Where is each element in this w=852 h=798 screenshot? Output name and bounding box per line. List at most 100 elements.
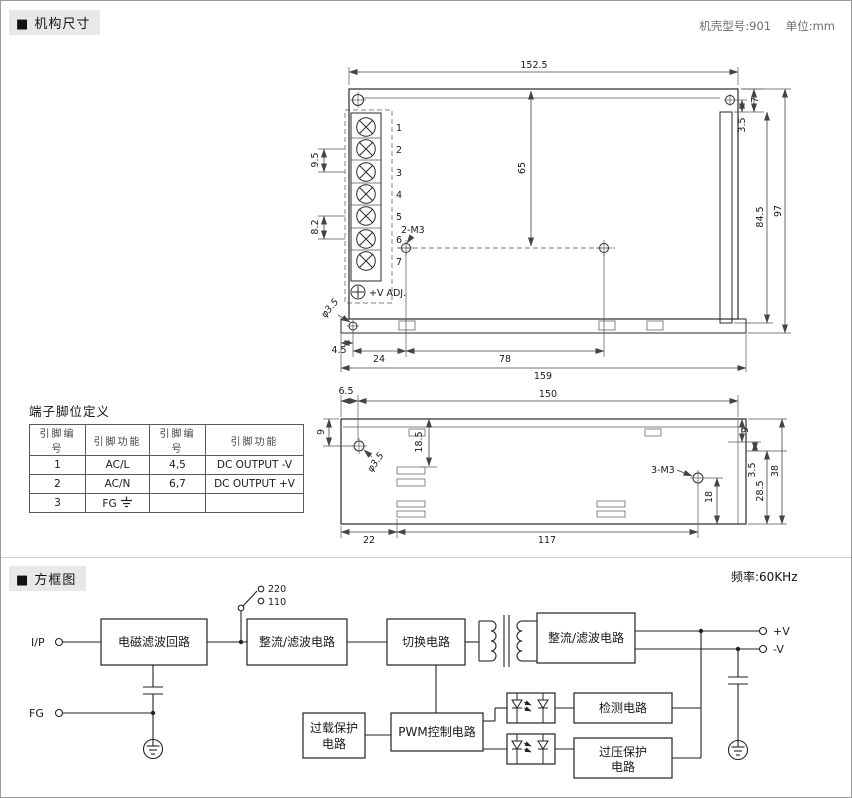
side-view-drawing: φ3.5 3-M3 6.5 150 9 18.5 9 3.5 <box>316 386 787 546</box>
block-switching <box>386 618 466 666</box>
block-emi-filter <box>100 618 208 666</box>
switch-label-220: 220 <box>268 584 286 595</box>
input-capacitor <box>143 665 163 740</box>
output-terminal-minus <box>758 644 768 654</box>
dim-label: 117 <box>538 535 556 546</box>
terminal-screws <box>356 117 376 271</box>
top-view-drawing: 1 2 3 4 5 6 7 +V ADJ. 2-M3 <box>310 60 791 382</box>
section-title-mechanical: ■ 机构尺寸 <box>9 10 101 35</box>
mounting-hole <box>350 92 366 108</box>
pin-table-cell: DC OUTPUT -V <box>205 455 304 475</box>
vent-slots <box>396 428 662 518</box>
flange-hole <box>347 320 359 332</box>
pin-number: 7 <box>396 257 402 268</box>
pin-table-cell: 4,5 <box>149 455 206 475</box>
side-bracket <box>719 111 733 324</box>
switch-label-110: 110 <box>268 597 286 608</box>
pin-table-header: 引脚功能 <box>205 424 304 456</box>
table-row: 2 AC/N 6,7 DC OUTPUT +V <box>29 474 304 494</box>
pin-table-cell <box>149 493 206 513</box>
dim-label: 3.5 <box>747 462 758 477</box>
pin-table-title: 端子脚位定义 <box>29 404 111 419</box>
dim-label: φ3.5 <box>319 297 341 320</box>
block-rectifier-2 <box>536 612 636 664</box>
pin-table-cell: 1 <box>29 455 86 475</box>
dim-label: 3.5 <box>737 117 748 132</box>
dim-label: 24 <box>373 354 385 365</box>
voltage-select-switch: 220 110 <box>237 584 286 645</box>
dim-label: 97 <box>773 205 784 217</box>
output-capacitor <box>728 646 748 741</box>
dim-label: 38 <box>770 465 781 477</box>
block-overvoltage-protection <box>573 737 673 779</box>
optocoupler <box>506 733 556 765</box>
dim-label: 28.5 <box>755 480 766 501</box>
block-label: 过载保护 <box>310 721 358 735</box>
case-model-note: 机壳型号:901 单位:mm <box>699 19 835 33</box>
pin-table-cell: 3 <box>29 493 86 513</box>
block-detection <box>573 692 673 724</box>
dim-label: 18 <box>704 491 715 503</box>
block-label: 过压保护 <box>599 745 647 759</box>
dim-label: 159 <box>534 371 552 382</box>
table-row: 3 FG <box>29 493 304 513</box>
dim-label: 9 <box>740 427 751 433</box>
pin-definition-table: 引脚编号 引脚功能 引脚编号 引脚功能 1 AC/L 4,5 DC OUTPUT… <box>29 424 304 513</box>
mounting-flange <box>340 318 747 334</box>
pin-table-header: 引脚编号 <box>29 424 86 456</box>
voltage-adjust-pot <box>350 284 366 300</box>
block-label: 电路 <box>322 736 346 751</box>
pin-table-header: 引脚功能 <box>85 424 150 456</box>
block-label: 切换电路 <box>402 634 450 649</box>
mounting-hole <box>724 94 736 106</box>
pin-table-cell: DC OUTPUT +V <box>205 474 304 494</box>
block-rectifier-1 <box>246 618 348 666</box>
pin-number: 4 <box>396 190 402 201</box>
pin-table-cell <box>205 493 304 513</box>
dim-label: 84.5 <box>755 206 766 227</box>
side-m3-hole <box>690 470 706 486</box>
pin-number: 3 <box>396 168 402 179</box>
pin-table-section: 端子脚位定义 引脚编号 引脚功能 引脚编号 引脚功能 1 AC/L 4,5 DC… <box>29 401 304 513</box>
output-terminal-plus <box>758 626 768 636</box>
pin-number: 6 <box>396 235 402 246</box>
dim-label: 150 <box>539 389 557 400</box>
fg-label: FG <box>29 707 44 720</box>
case-outline <box>348 88 739 320</box>
block-label: 整流/滤波电路 <box>548 630 624 645</box>
pin-table-cell: 6,7 <box>149 474 206 494</box>
dim-label: 4.5 <box>331 345 346 356</box>
dim-label: 9 <box>316 429 327 435</box>
dim-label: 18.5 <box>414 431 425 452</box>
block-label: 检测电路 <box>599 700 647 715</box>
dim-label: 152.5 <box>520 60 547 71</box>
pin-table-cell: 2 <box>29 474 86 494</box>
block-label: PWM控制电路 <box>398 724 475 739</box>
optocoupler <box>506 692 556 724</box>
dim-label: 3-M3 <box>651 465 675 476</box>
input-terminal <box>54 637 64 647</box>
pin-table-cell: FG <box>85 493 150 513</box>
dim-label: 78 <box>499 354 511 365</box>
block-pwm-control <box>390 712 484 752</box>
block-overload-protection <box>302 712 366 759</box>
earth-ground-icon <box>120 496 132 508</box>
block-label: 电路 <box>611 759 635 774</box>
block-diagram: I/P FG 电磁滤波回路 220 110 整流/滤波电路 切换电路 <box>29 584 790 779</box>
pin-table-cell: AC/N <box>85 474 150 494</box>
output-label-plus: +V <box>773 625 790 638</box>
side-hole <box>351 438 367 454</box>
section-divider <box>1 557 851 558</box>
earth-ground-symbol <box>142 738 164 760</box>
section-title-block-diagram: ■ 方框图 <box>9 566 87 591</box>
input-label: I/P <box>31 636 45 649</box>
transformer-symbol <box>478 615 537 667</box>
block-label: 整流/滤波电路 <box>259 634 335 649</box>
pin-table-cell: AC/L <box>85 455 150 475</box>
earth-ground-symbol <box>727 739 749 761</box>
fg-terminal <box>54 708 64 718</box>
output-label-minus: -V <box>773 643 784 656</box>
dim-label: 9.5 <box>310 152 321 167</box>
